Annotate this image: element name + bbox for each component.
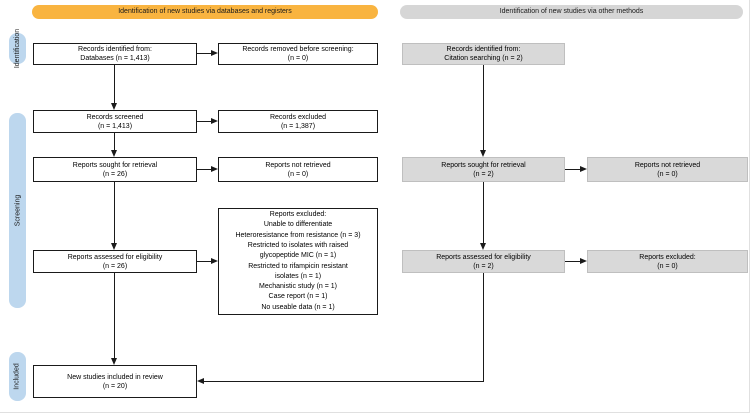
stage-pill-identification: Identification (9, 29, 26, 68)
arrow-assessed-to-excluded-right (565, 261, 580, 263)
box-line: Reports excluded: (639, 253, 696, 261)
box-line: Unable to differentiate (263, 221, 333, 229)
box-line: (n = 26) (102, 262, 128, 270)
stage-label-screening: Screening (14, 194, 21, 227)
box-reports-assessed-right: Reports assessed for eligibility (n = 2) (402, 250, 565, 273)
arrowhead-right-icon (211, 118, 218, 124)
arrow-sought-to-assessed (114, 182, 116, 243)
box-reports-excluded-right: Reports excluded: (n = 0) (587, 250, 748, 273)
box-line: Records removed before screening: (242, 46, 354, 53)
banner-databases-registers: Identification of new studies via databa… (32, 5, 378, 19)
box-line: Reports sought for retrieval (72, 161, 158, 169)
box-line: Records identified from: (446, 46, 521, 53)
arrowhead-right-icon (211, 166, 218, 172)
arrowhead-right-icon (211, 50, 218, 56)
box-line: glycopeptide MIC (n = 1) (259, 252, 337, 260)
box-line: (n = 2) (473, 262, 494, 270)
box-line: Case report (n = 1) (268, 293, 328, 301)
stage-label-included: Included (14, 363, 21, 390)
arrow-assessed-to-included (114, 273, 116, 358)
box-line: Mechanistic study (n = 1) (258, 283, 337, 291)
box-line: (n = 1,387) (280, 122, 316, 130)
box-line: Heteroresistance from resistance (n = 3) (235, 231, 361, 239)
arrow-sought-to-notretrieved-right (565, 169, 580, 171)
box-line: (n = 20) (102, 382, 128, 390)
arrow-screened-to-excluded (197, 121, 211, 123)
box-line: Reports sought for retrieval (441, 161, 526, 169)
box-line: isolates (n = 1) (274, 272, 322, 280)
box-line: (n = 26) (102, 170, 128, 178)
box-line: Databases (n = 1,413) (80, 55, 150, 62)
arrowhead-down-icon (480, 243, 486, 250)
box-new-studies-included: New studies included in review (n = 20) (33, 365, 197, 398)
box-reports-not-retrieved-right: Reports not retrieved (n = 0) (587, 157, 748, 182)
box-records-excluded: Records excluded (n = 1,387) (218, 110, 378, 133)
box-line: Records identified from: (78, 46, 152, 53)
box-reports-assessed-left: Reports assessed for eligibility (n = 26… (33, 250, 197, 273)
box-reports-sought-left: Reports sought for retrieval (n = 26) (33, 157, 197, 182)
arrow-sought-to-assessed-right (483, 182, 485, 243)
box-line: (n = 0) (287, 170, 309, 178)
box-reports-not-retrieved-left: Reports not retrieved (n = 0) (218, 157, 378, 182)
box-line: Reports assessed for eligibility (67, 253, 163, 261)
box-reports-excluded-reasons: Reports excluded: Unable to differentiat… (218, 208, 378, 315)
box-line: (n = 1,413) (97, 122, 133, 130)
stage-pill-included: Included (9, 352, 26, 401)
stage-pill-screening: Screening (9, 113, 26, 308)
box-records-identified-citation: Records identified from: Citation search… (402, 43, 565, 65)
box-records-removed: Records removed before screening: (n = 0… (218, 43, 378, 65)
connector-right-to-included-horizontal (204, 381, 484, 383)
box-line: Restricted to isolates with raised (247, 241, 349, 249)
arrowhead-down-icon (111, 150, 117, 157)
box-records-screened: Records screened (n = 1,413) (33, 110, 197, 133)
arrowhead-down-icon (111, 243, 117, 250)
box-line: Citation searching (n = 2) (444, 55, 523, 62)
box-line: Records screened (86, 113, 144, 121)
banner-other-methods: Identification of new studies via other … (400, 5, 743, 19)
box-line: (n = 0) (657, 170, 678, 178)
arrowhead-down-icon (480, 150, 486, 157)
banner-databases-label: Identification of new studies via databa… (118, 8, 292, 15)
box-line: New studies included in review (67, 373, 163, 381)
arrow-citation-to-sought (483, 65, 485, 150)
box-line: No useable data (n = 1) (261, 303, 335, 311)
arrowhead-right-icon (211, 258, 218, 264)
box-line: Reports assessed for eligibility (436, 253, 531, 261)
box-line: Reports not retrieved (265, 161, 331, 169)
connector-right-to-included-vertical (483, 273, 485, 382)
box-records-identified-databases: Records identified from: Databases (n = … (33, 43, 197, 65)
arrow-sought-to-notretrieved (197, 169, 211, 171)
box-line: (n = 0) (287, 55, 309, 62)
box-line: (n = 2) (473, 170, 494, 178)
box-reports-sought-right: Reports sought for retrieval (n = 2) (402, 157, 565, 182)
box-line: Reports excluded: (269, 211, 327, 219)
box-line: Records excluded (269, 113, 327, 121)
stage-label-identification: Identification (14, 28, 21, 69)
arrowhead-down-icon (111, 103, 117, 110)
arrow-screened-to-sought (114, 133, 116, 150)
arrowhead-left-icon (197, 378, 204, 384)
arrowhead-right-icon (580, 166, 587, 172)
banner-other-label: Identification of new studies via other … (499, 8, 644, 15)
arrow-identified-to-removed (197, 53, 211, 55)
box-line: (n = 0) (657, 262, 678, 270)
arrow-assessed-to-excluded (197, 261, 211, 263)
box-line: Reports not retrieved (634, 161, 701, 169)
arrow-identified-to-screened (114, 65, 116, 103)
box-line: Restricted to rifampicin resistant (248, 262, 348, 270)
arrowhead-down-icon (111, 358, 117, 365)
arrowhead-right-icon (580, 258, 587, 264)
